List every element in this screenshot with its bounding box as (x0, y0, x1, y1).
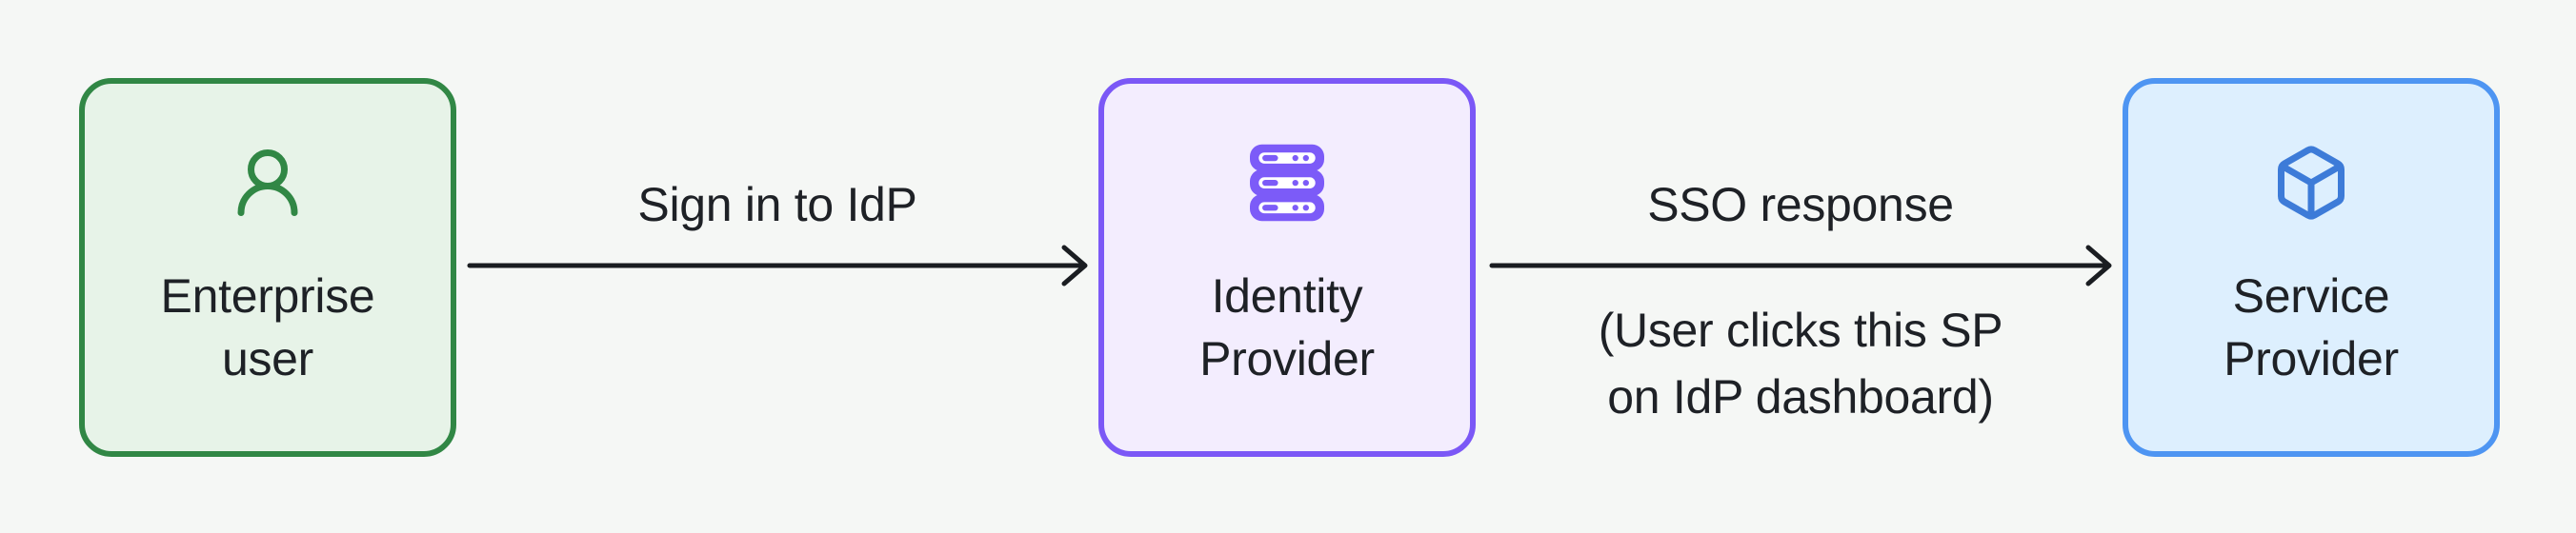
node-label-line: user (221, 332, 314, 385)
cube-icon (2278, 146, 2345, 220)
node-label-line: Provider (1199, 332, 1375, 385)
server-lights (1262, 154, 1309, 211)
node-identity-provider: Identity Provider (1098, 78, 1476, 457)
node-label-line: Provider (2224, 332, 2399, 385)
sso-response-arrow (1489, 245, 2112, 286)
server-stack-icon (1250, 144, 1324, 222)
node-label-line: Service (2232, 269, 2390, 323)
node-service-provider: Service Provider (2123, 78, 2500, 457)
node-label-service-provider: Service Provider (2224, 265, 2399, 390)
signin-arrow (467, 245, 1088, 286)
node-label-identity-provider: Identity Provider (1199, 265, 1375, 390)
edge-label-sign-in-to-idp: Sign in to IdP (637, 178, 917, 231)
node-label-enterprise-user: Enterprise user (161, 265, 375, 390)
node-label-line: Enterprise (160, 269, 375, 323)
node-enterprise-user: Enterprise user (79, 78, 456, 457)
user-round-icon (237, 149, 298, 216)
edge-note-line: on IdP dashboard) (1607, 370, 1994, 424)
edge-label-sso-response: SSO response (1647, 178, 1954, 231)
edge-note-line: (User clicks this SP (1598, 304, 2003, 357)
edge-note-user-clicks-sp: (User clicks this SP on IdP dashboard) (1492, 297, 2109, 430)
node-label-line: Identity (1211, 269, 1363, 323)
